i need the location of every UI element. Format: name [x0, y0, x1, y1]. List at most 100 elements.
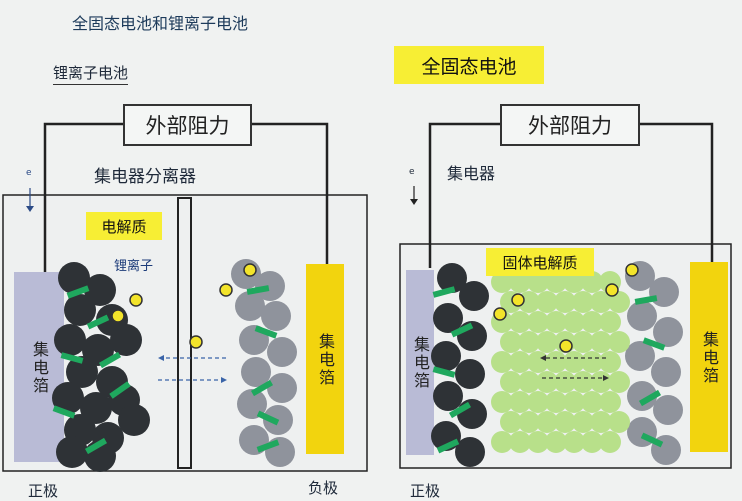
solid-electrolyte-particle	[554, 411, 576, 433]
left-foil-label-positive: 集电箔	[30, 340, 49, 395]
cathode-particle	[56, 436, 88, 468]
solid-electrolyte-particle	[491, 351, 513, 373]
solid-electrolyte-particle	[491, 431, 513, 453]
solid-electrolyte-particle	[536, 291, 558, 313]
left-foil-yellow	[306, 264, 344, 454]
anode-particle	[653, 395, 683, 425]
solid-electrolyte-particle	[500, 411, 522, 433]
label-positive-left: 正极	[28, 482, 59, 500]
solid-electrolyte-particle	[581, 311, 603, 333]
anode-particle	[267, 337, 297, 367]
solid-electrolyte-particle	[581, 271, 603, 293]
green-binder-bar	[256, 439, 280, 453]
green-binder-bar	[256, 410, 280, 426]
right-circuit-wire-a	[428, 122, 500, 268]
right-foil-yellow	[690, 262, 728, 452]
label-positive-right: 正极	[410, 482, 441, 500]
cathode-particle	[58, 262, 90, 294]
solid-electrolyte-particle	[599, 431, 621, 453]
solid-electrolyte-particle	[572, 371, 594, 393]
anode-particle	[653, 317, 683, 347]
solid-electrolyte-particle	[545, 391, 567, 413]
solid-electrolyte-particle	[545, 311, 567, 333]
solid-electrolyte-particle	[608, 331, 630, 353]
heading-solid-state-battery: 全固态电池	[394, 46, 544, 84]
solid-electrolyte-particle	[518, 411, 540, 433]
solid-electrolyte-particle	[563, 311, 585, 333]
separator	[177, 197, 192, 469]
green-binder-bar	[98, 351, 122, 369]
solid-electrolyte-particle	[518, 331, 540, 353]
solid-electrolyte-particle	[491, 391, 513, 413]
solid-electrolyte-particle	[509, 311, 531, 333]
lithium-ion-dot	[605, 283, 619, 297]
green-binder-bar	[254, 325, 278, 339]
green-binder-bar	[86, 314, 110, 330]
lithium-ion-dot	[511, 293, 525, 307]
solid-electrolyte-particle	[599, 311, 621, 333]
cathode-particle	[455, 359, 485, 389]
solid-electrolyte-particle	[563, 431, 585, 453]
green-binder-bar	[436, 438, 460, 454]
lithium-ion-dot	[559, 339, 573, 353]
solid-electrolyte-particle	[509, 391, 531, 413]
left-foil-blue	[14, 272, 64, 462]
right-foil-label-positive: 集电箔	[411, 336, 430, 390]
solid-electrolyte-particle	[509, 431, 531, 453]
anode-particle	[255, 271, 285, 301]
left-foil-label-negative: 集电箔	[316, 332, 335, 387]
anode-particle	[625, 341, 655, 371]
solid-electrolyte-particle	[590, 411, 612, 433]
solid-electrolyte-particle	[572, 411, 594, 433]
green-binder-bar	[640, 432, 664, 448]
anode-particle	[239, 425, 269, 455]
solid-electrolyte-particle	[545, 351, 567, 373]
solid-electrolyte-particle	[581, 431, 603, 453]
right-external-resistance: 外部阻力	[500, 104, 640, 146]
cathode-particle	[54, 324, 86, 356]
label-collector-separator: 集电器分离器	[94, 167, 196, 187]
anode-particle	[267, 373, 297, 403]
cathode-particle	[457, 399, 487, 429]
solid-electrolyte-particle	[527, 311, 549, 333]
lithium-ion-dot	[189, 335, 203, 349]
label-lithium-ion: 锂离子	[114, 259, 154, 274]
anode-particle	[235, 291, 265, 321]
left-circuit-wire-a	[43, 122, 123, 278]
lithium-ion-dot	[493, 307, 507, 321]
green-binder-bar	[52, 405, 76, 419]
cathode-particle	[110, 324, 142, 356]
solid-electrolyte-particle	[581, 351, 603, 373]
green-binder-bar	[66, 285, 90, 299]
solid-electrolyte-particle	[563, 351, 585, 373]
label-negative-left: 负极	[308, 479, 339, 497]
solid-electrolyte-particle	[563, 391, 585, 413]
cathode-particle	[52, 382, 84, 414]
lithium-ion-dot	[243, 263, 257, 277]
label-solid-electrolyte: 固体电解质	[486, 248, 594, 276]
solid-electrolyte-particle	[545, 271, 567, 293]
cathode-particle	[64, 294, 96, 326]
left-electron-label: e	[26, 168, 32, 178]
solid-electrolyte-particle	[527, 271, 549, 293]
cathode-particle	[455, 437, 485, 467]
solid-electrolyte-particle	[590, 371, 612, 393]
green-binder-bar	[448, 401, 472, 419]
solid-electrolyte-particle	[599, 391, 621, 413]
green-binder-bar	[634, 295, 658, 305]
solid-electrolyte-particle	[536, 411, 558, 433]
right-foil-blue	[406, 270, 434, 455]
anode-particle	[265, 437, 295, 467]
green-binder-bar	[450, 322, 474, 338]
anode-particle	[241, 357, 271, 387]
right-electron-label: e	[409, 167, 415, 177]
left-external-resistance: 外部阻力	[123, 104, 252, 146]
cathode-particle	[433, 381, 463, 411]
green-binder-bar	[60, 352, 84, 364]
lithium-ion-dot	[129, 293, 143, 307]
cathode-particle	[84, 274, 116, 306]
green-binder-bar	[642, 337, 666, 351]
solid-electrolyte-particle	[527, 391, 549, 413]
